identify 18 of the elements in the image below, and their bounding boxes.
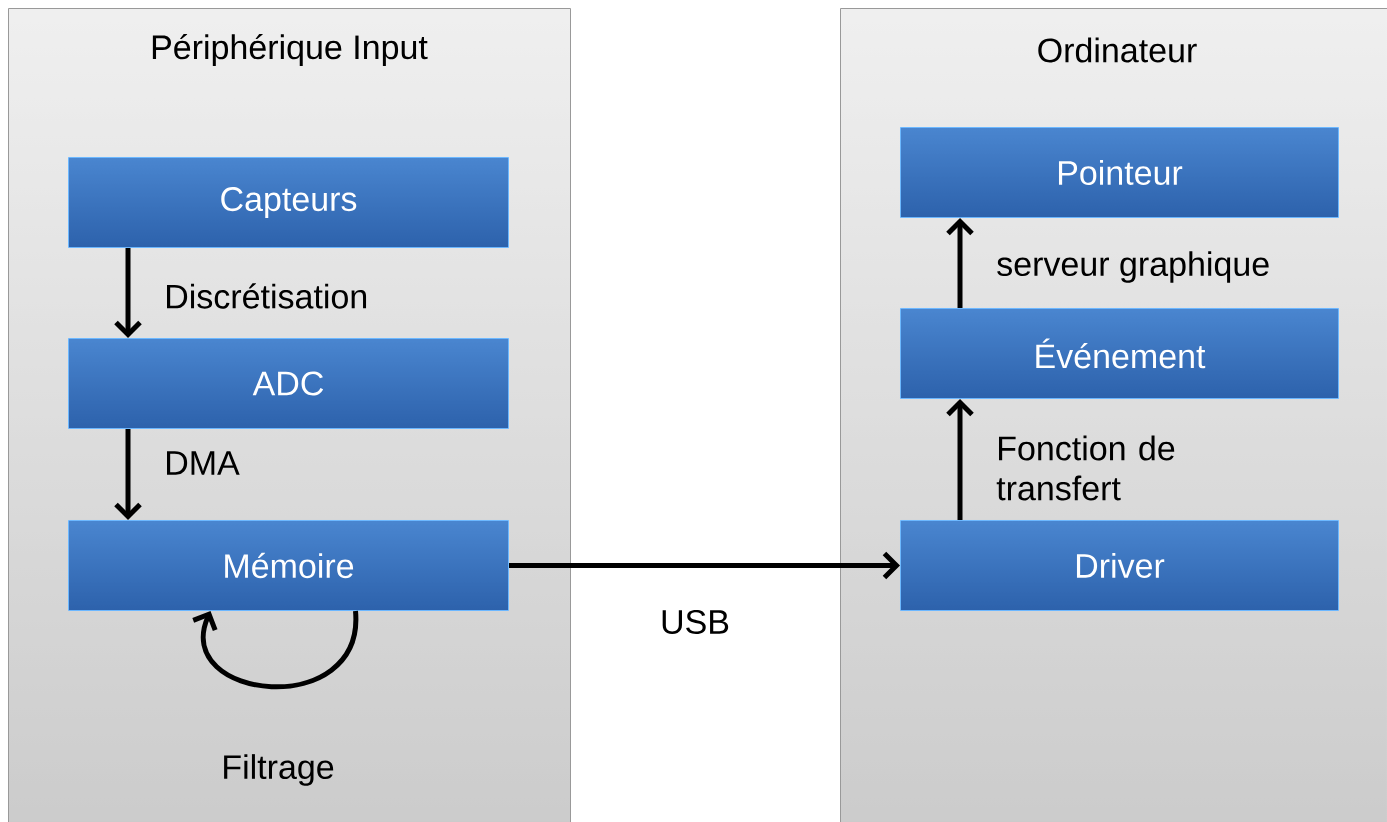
arrow [509,551,900,580]
edge-label: Filtrage [224,754,334,786]
edge-label: DMA [167,451,240,475]
process-box: Pointeur [900,127,1339,218]
arrow [946,399,974,520]
edge-label: Fonction de transfert [996,435,1175,501]
edge-label: serveur graphique [997,251,1269,283]
arrow [946,218,974,308]
arrow [114,429,142,520]
process-box: Driver [900,520,1339,611]
process-box: ADC [68,338,509,429]
process-box: Capteurs [68,157,509,248]
edge-label: Discrétisation [167,283,367,309]
arrow [192,610,358,690]
process-box: Événement [900,308,1339,399]
process-box: Mémoire [68,520,509,611]
edge-label: USB [662,609,729,635]
arrow [114,248,142,338]
